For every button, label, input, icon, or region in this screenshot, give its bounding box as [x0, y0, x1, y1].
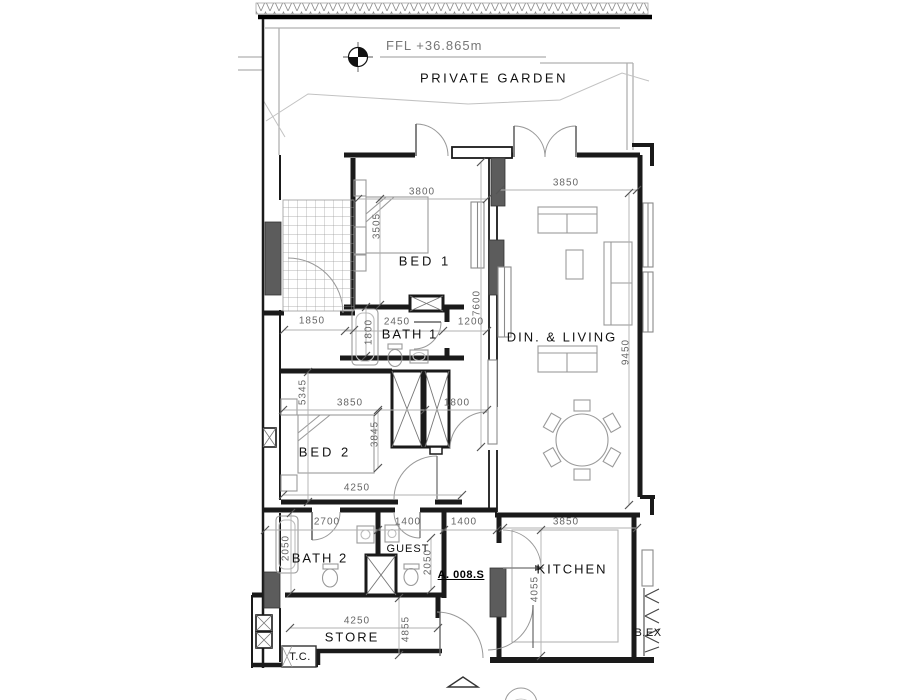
garden-structures: [238, 2, 654, 166]
dim-bath1-width: 2450: [383, 316, 411, 328]
room-label-kitchen: KITCHEN: [536, 561, 608, 577]
dim-kitchen-width: 3850: [552, 516, 580, 528]
windows: [470, 201, 654, 587]
dim-store-depth: 4855: [400, 615, 412, 643]
room-label-living: DIN. & LIVING: [506, 329, 618, 345]
room-label-bath2: BATH 2: [291, 550, 349, 566]
dim-bath2-width: 2700: [313, 516, 341, 528]
dim-bed1-depth: 3505: [371, 212, 383, 240]
spot-level-icon: [343, 42, 373, 72]
structural-columns: [263, 157, 507, 618]
dining-chairs: [542, 399, 622, 481]
room-label-balcony-exit: B.EX: [634, 627, 662, 639]
room-label-bed1: BED 1: [398, 253, 452, 269]
dim-terrace-width: 1850: [298, 315, 326, 327]
north-triangle-icon: [445, 676, 481, 688]
dim-bath2-depth: 2050: [280, 534, 292, 562]
room-label-store: STORE: [324, 629, 380, 645]
furniture: [275, 179, 633, 643]
dim-living-width: 3850: [552, 177, 580, 189]
dim-entry-width: 1400: [450, 516, 478, 528]
reference-bubble-icon: [504, 687, 538, 700]
doors: [287, 123, 577, 659]
room-label-tc: T.C.: [289, 651, 311, 663]
dim-bath1-offset: 1200: [457, 316, 485, 328]
ffl-level-label: FFL +36.865m: [386, 38, 483, 53]
dim-store-width: 4250: [343, 615, 371, 627]
room-label-bed2: BED 2: [298, 444, 352, 460]
room-label-guest: GUEST: [386, 543, 430, 555]
room-label-bath1: BATH 1: [381, 326, 439, 342]
misc-symbols: [445, 588, 660, 700]
dim-bed2-span: 5345: [297, 378, 309, 406]
terrace-tiles: [282, 199, 355, 312]
shafts-wardrobes: [255, 294, 451, 668]
dim-living-depth: 9450: [620, 338, 632, 366]
dim-bed2-depth: 3845: [369, 420, 381, 448]
dim-bed2-width: 3850: [336, 397, 364, 409]
room-label-private-garden: PRIVATE GARDEN: [420, 70, 568, 86]
dim-kitchen-depth: 4055: [529, 575, 541, 603]
dim-hall-width: 1800: [443, 397, 471, 409]
dim-bed2-bottom: 4250: [343, 482, 371, 494]
dim-guest-depth: 2050: [422, 548, 434, 576]
dim-guest-width: 1400: [394, 516, 422, 528]
unit-number-label: A. 008.S: [437, 569, 485, 581]
walls: [251, 19, 655, 668]
dim-bath1-depth: 1800: [363, 318, 375, 346]
dimension-lines: [260, 157, 642, 661]
dim-west-span: 7600: [471, 289, 483, 317]
dim-bed1-width: 3800: [408, 186, 436, 198]
